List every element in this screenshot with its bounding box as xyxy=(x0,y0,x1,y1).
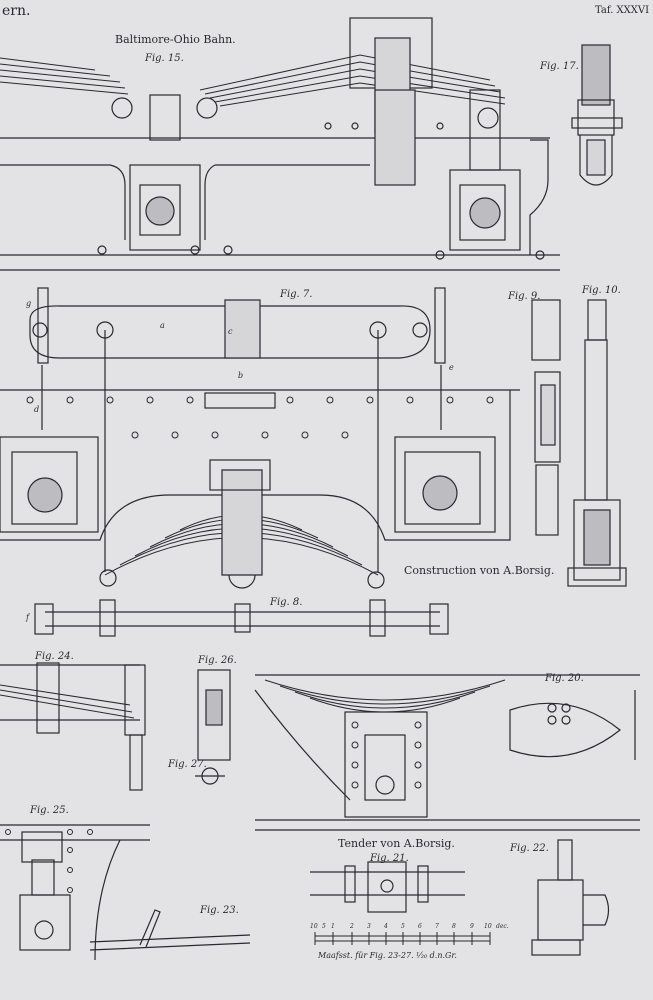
fig9-bolt-detail xyxy=(531,299,561,536)
fig10-hanger-detail xyxy=(567,299,627,587)
scale-tick: 8 xyxy=(452,923,456,930)
scale-tick: 5 xyxy=(401,923,405,930)
scale-bar xyxy=(314,932,491,945)
scale-tick: 4 xyxy=(384,923,388,930)
fig10-label: Fig. 10. xyxy=(582,285,621,296)
plate-number: Taf. XXXVI xyxy=(595,5,650,16)
part-letter-a: a xyxy=(160,321,165,330)
header-fragment: ern. xyxy=(2,3,31,19)
scale-tick: 2 xyxy=(350,923,354,930)
fig15-left-axlebox xyxy=(129,164,201,251)
scale-tick: 10 xyxy=(310,923,318,930)
fig15-right-leaf-spring xyxy=(199,54,506,107)
fig20-leaf-spring xyxy=(264,679,506,713)
fig27-buckle-plan xyxy=(195,767,225,785)
fig26-buckle-detail xyxy=(197,669,231,761)
fig22-axlebox-section xyxy=(531,839,610,956)
fig7-label: Fig. 7. xyxy=(280,289,313,300)
fig20-label: Fig. 20. xyxy=(545,673,584,684)
fig23-label: Fig. 23. xyxy=(200,905,239,916)
fig17-hanger-detail xyxy=(571,44,623,186)
scale-caption: Maafsst. für Fig. 23-27. ¹⁄₂₀ d.n.Gr. xyxy=(318,951,457,960)
fig7-rivet-row xyxy=(26,396,494,439)
scale-unit: dec. xyxy=(496,923,509,930)
part-letter-e: e xyxy=(449,363,454,372)
fig15-frame xyxy=(0,137,560,271)
fig23-strap xyxy=(89,909,251,951)
fig21-tender-spring-plan xyxy=(310,861,465,913)
part-letter-f: f xyxy=(26,613,29,622)
scale-tick: 10 xyxy=(484,923,492,930)
fig8-equalizer-plan xyxy=(34,599,449,637)
fig26-label: Fig. 26. xyxy=(198,655,237,666)
fig7-left-axlebox xyxy=(0,436,99,533)
fig24-label: Fig. 24. xyxy=(35,651,74,662)
title-borsig-construction: Construction von A.Borsig. xyxy=(404,564,555,577)
scale-tick: 1 xyxy=(331,923,335,930)
part-letter-d: d xyxy=(34,405,40,414)
scale-tick: 7 xyxy=(435,923,439,930)
title-tender: Tender von A.Borsig. xyxy=(338,837,455,850)
fig25-frame-detail xyxy=(0,824,150,961)
fig7-right-axlebox xyxy=(394,436,496,533)
fig21-label: Fig. 21. xyxy=(370,853,409,864)
title-baltimore-ohio: Baltimore-Ohio Bahn. xyxy=(115,33,236,46)
fig20-tender-suspension xyxy=(254,674,640,831)
scale-tick: 3 xyxy=(367,923,371,930)
fig7-borsig-spring-arrangement xyxy=(0,287,520,589)
fig15-label: Fig. 15. xyxy=(145,53,184,64)
fig8-label: Fig. 8. xyxy=(270,597,303,608)
fig25-label: Fig. 25. xyxy=(30,805,69,816)
fig15-left-leaf-spring xyxy=(0,57,129,95)
fig27-label: Fig. 27. xyxy=(168,759,207,770)
part-letter-b: b xyxy=(238,371,244,380)
fig7-frame-plate xyxy=(0,389,520,541)
fig15-bolts xyxy=(97,122,545,260)
fig17-label: Fig. 17. xyxy=(540,61,579,72)
part-letter-c: c xyxy=(228,327,233,336)
fig9-label: Fig. 9. xyxy=(508,291,541,302)
scale-tick: 6 xyxy=(418,923,422,930)
part-letter-g: g xyxy=(26,299,32,308)
scale-tick: 9 xyxy=(470,923,474,930)
fig22-label: Fig. 22. xyxy=(510,843,549,854)
scale-tick: 5 xyxy=(322,923,326,930)
fig24-spring-side xyxy=(0,662,146,791)
fig15-spring-assembly xyxy=(0,17,560,271)
